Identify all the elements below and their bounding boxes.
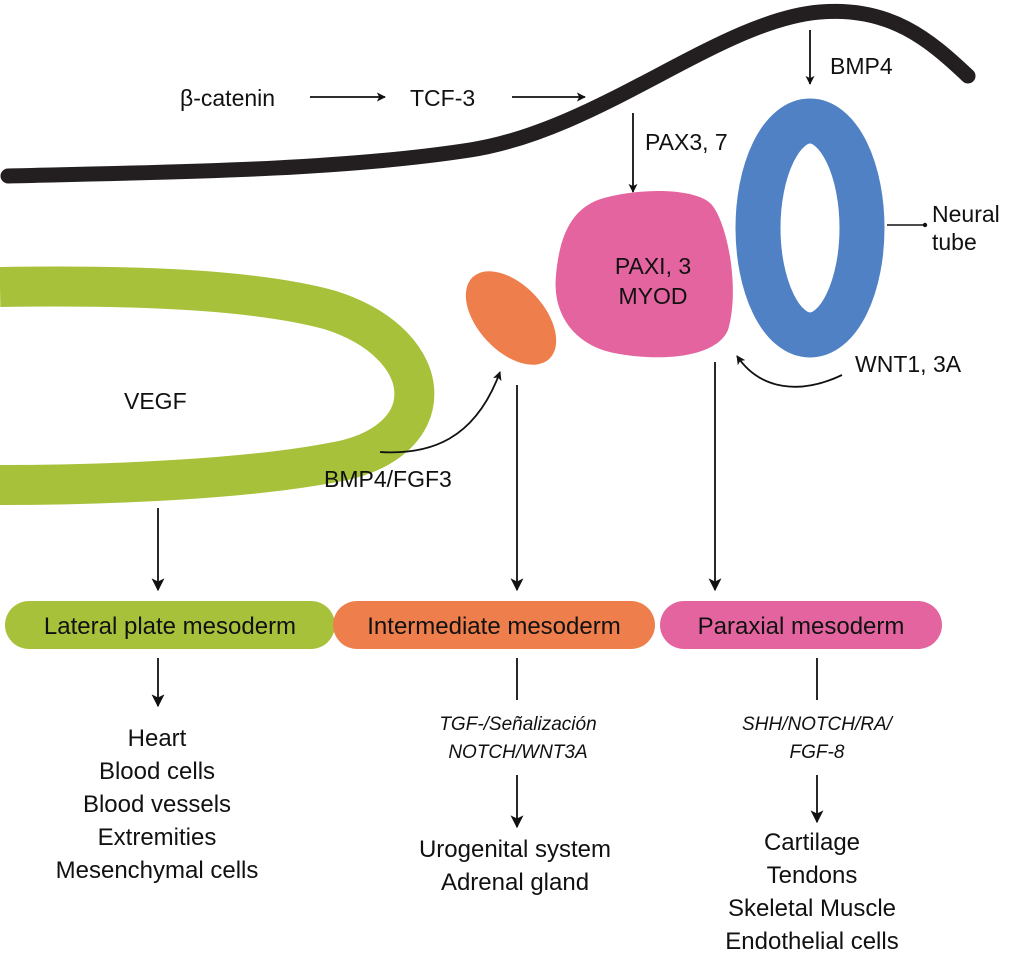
somite-label-line2: MYOD — [619, 283, 688, 309]
tcf3-label: TCF-3 — [410, 85, 475, 111]
lateral-output-item: Extremities — [98, 824, 217, 851]
intermediate-pill-label: Intermediate mesoderm — [367, 613, 620, 640]
paraxial-pill-label: Paraxial mesoderm — [698, 613, 905, 640]
paraxial-pathway-line2: FGF-8 — [790, 742, 845, 763]
paraxial-pathway-line1: SHH/NOTCH/RA/ — [742, 714, 894, 735]
lateral-output-item: Blood vessels — [83, 791, 231, 818]
lateral-plate-pill — [5, 601, 335, 649]
lateral-output-item: Blood cells — [99, 758, 215, 785]
pax37-label: PAX3, 7 — [645, 129, 728, 155]
somite-shape — [555, 190, 733, 358]
paraxial-output-item: Cartilage — [764, 829, 860, 856]
ectoderm-line — [0, 3, 976, 184]
neural-tube-label-line1: Neural — [932, 201, 1000, 227]
paraxial-output-item: Tendons — [767, 862, 858, 889]
vegf-label: VEGF — [124, 388, 187, 414]
beta-catenin-label: β-catenin — [180, 85, 275, 111]
lateral-output-item: Heart — [128, 725, 187, 752]
neural-tube-shape — [735, 98, 885, 358]
neural-tube-leader-dot — [922, 222, 928, 228]
intermediate-output-item: Urogenital system — [419, 836, 611, 863]
intermediate-pathway-line2: NOTCH/WNT3A — [448, 742, 587, 763]
arrow-bmp4fgf3-intermediate — [379, 371, 502, 454]
bmp4-fgf3-label: BMP4/FGF3 — [324, 466, 452, 492]
lateral-plate-pill-label: Lateral plate mesoderm — [44, 613, 296, 640]
somite-label-line1: PAXI, 3 — [615, 253, 691, 279]
paraxial-output-item: Endothelial cells — [725, 928, 898, 955]
paraxial-pill — [660, 601, 942, 649]
bmp4-top-label: BMP4 — [830, 53, 893, 79]
intermediate-mesoderm-shape — [465, 271, 557, 365]
wnt-label: WNT1, 3A — [855, 351, 962, 377]
neural-tube-label-line2: tube — [932, 229, 977, 255]
arrow-wnt-somite — [736, 355, 843, 388]
intermediate-pill — [333, 601, 655, 649]
paraxial-output-item: Skeletal Muscle — [728, 895, 896, 922]
intermediate-pathway-line1: TGF-/Señalización — [439, 714, 596, 735]
intermediate-output-item: Adrenal gland — [441, 869, 589, 896]
lateral-plate-shape — [0, 266, 435, 505]
lateral-output-item: Mesenchymal cells — [56, 857, 259, 884]
